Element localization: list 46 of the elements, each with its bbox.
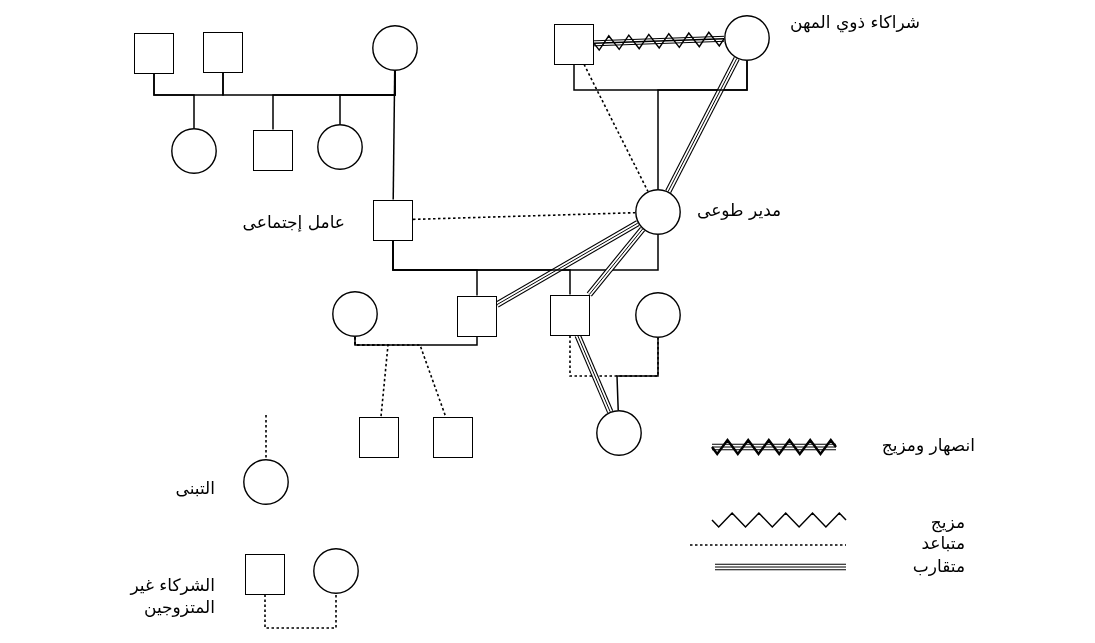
relationship-line [657,60,748,190]
square-symbol [373,199,413,241]
square-symbol [253,129,293,171]
square-symbol [245,553,285,595]
square-symbol [554,23,594,65]
text-label: التبنى [175,477,215,499]
triple-line [586,226,646,297]
circle-symbol [596,410,642,456]
circle-symbol [635,189,681,235]
relationship-line [616,337,659,411]
dotted-line [354,336,447,418]
legend-label: مزيج [930,511,965,533]
triple-line [574,334,614,414]
legend-label: متباعد [921,533,965,554]
legend-label: متقارب [912,555,965,577]
node-caption: شراكاء ذوي المهن [790,11,920,33]
zigzag-line [593,31,725,52]
circle-symbol [243,459,289,505]
square-symbol [203,31,243,73]
square-symbol [457,295,497,337]
relationship-line [339,70,396,125]
node-caption: عامل إجتماعى [242,211,345,233]
circle-symbol [332,291,378,337]
circle-symbol [635,292,681,338]
dotted-line [583,63,649,193]
square-symbol [433,416,473,458]
circle-symbol [372,25,418,71]
relationship-line [354,335,478,346]
circle-symbol [313,548,359,594]
square-symbol [134,32,174,74]
relationship-line [392,70,396,201]
triple-line [665,57,740,193]
node-caption: مدير طوعى [697,199,782,221]
legend-label: انصهار ومزيج [881,434,975,456]
circle-symbol [171,128,217,174]
relationship-line [153,72,195,129]
square-symbol [550,294,590,336]
square-symbol [359,416,399,458]
text-label: الشركاء غير المتزوجين [128,574,215,618]
dotted-line [265,414,267,460]
triple-line [495,220,640,308]
relationship-line [392,239,571,296]
dotted-line [264,593,337,629]
dotted-line [412,211,636,221]
circle-symbol [724,15,770,61]
circle-symbol [317,124,363,170]
